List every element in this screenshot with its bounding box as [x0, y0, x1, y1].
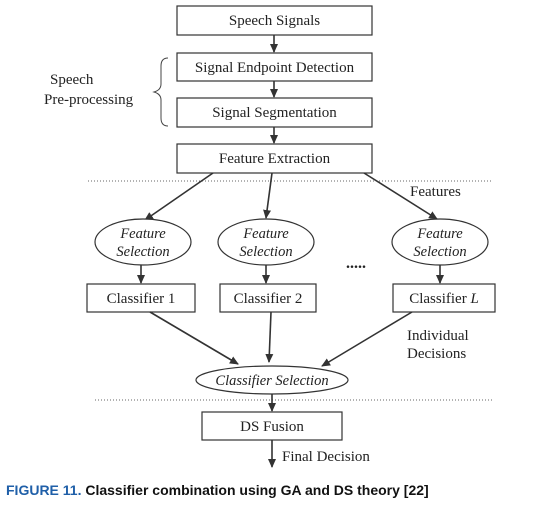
ds-fusion-label: DS Fusion [240, 419, 304, 435]
figure-caption-text: Classifier combination using GA and DS t… [85, 482, 429, 498]
feature-selection-2-line1: Feature [242, 226, 289, 242]
preprocessing-label-line2: Pre-processing [44, 92, 134, 108]
ds-fusion-box [201, 411, 343, 441]
speech-signals-box [176, 5, 373, 36]
classifier-2-box [219, 283, 317, 313]
arrow-extraction-to-selection-l [363, 172, 438, 220]
classifier-l-prefix: Classifier [409, 291, 470, 307]
classifier-l-variable: L [469, 291, 478, 307]
figure-caption: FIGURE 11. Classifier combination using … [6, 482, 536, 498]
feature-selection-1-ellipse [94, 218, 192, 266]
preprocessing-label-line1: Speech [50, 72, 94, 88]
arrow-extraction-to-selection-1 [144, 172, 214, 221]
endpoint-detection-box [176, 52, 373, 82]
segmentation-box [176, 97, 373, 128]
individual-decisions-line1: Individual [407, 328, 469, 344]
preprocessing-brace [152, 57, 169, 127]
ellipsis-more-branches: ..... [346, 255, 366, 272]
arrow-extraction-to-selection-2 [263, 172, 273, 219]
feature-extraction-label: Feature Extraction [219, 151, 331, 167]
speech-signals-label: Speech Signals [229, 13, 320, 29]
final-decision-label: Final Decision [282, 449, 370, 465]
endpoint-detection-label: Signal Endpoint Detection [195, 60, 355, 76]
feature-selection-1-line1: Feature [119, 226, 166, 242]
feature-selection-l-line1: Feature [416, 226, 463, 242]
individual-decisions-line2: Decisions [407, 346, 466, 362]
classifier-selection-label: Classifier Selection [215, 373, 328, 389]
arrow-classifier-2-to-selection [265, 311, 274, 363]
feature-selection-2-line2: Selection [239, 244, 292, 260]
segmentation-label: Signal Segmentation [212, 105, 337, 121]
classifier-1-box [86, 283, 196, 313]
classifier-1-label: Classifier 1 [107, 291, 176, 307]
arrow-classifier-l-to-selection [321, 311, 413, 367]
classifier-2-label: Classifier 2 [234, 291, 303, 307]
figure-number: FIGURE 11. [6, 482, 82, 498]
feature-selection-1-line2: Selection [116, 244, 169, 260]
arrow-classifier-1-to-selection [149, 311, 239, 365]
classifier-l-box [392, 283, 496, 313]
feature-extraction-box [176, 143, 373, 174]
feature-selection-l-line2: Selection [413, 244, 466, 260]
features-label: Features [410, 184, 461, 200]
classifier-l-label: Classifier L [409, 291, 479, 307]
